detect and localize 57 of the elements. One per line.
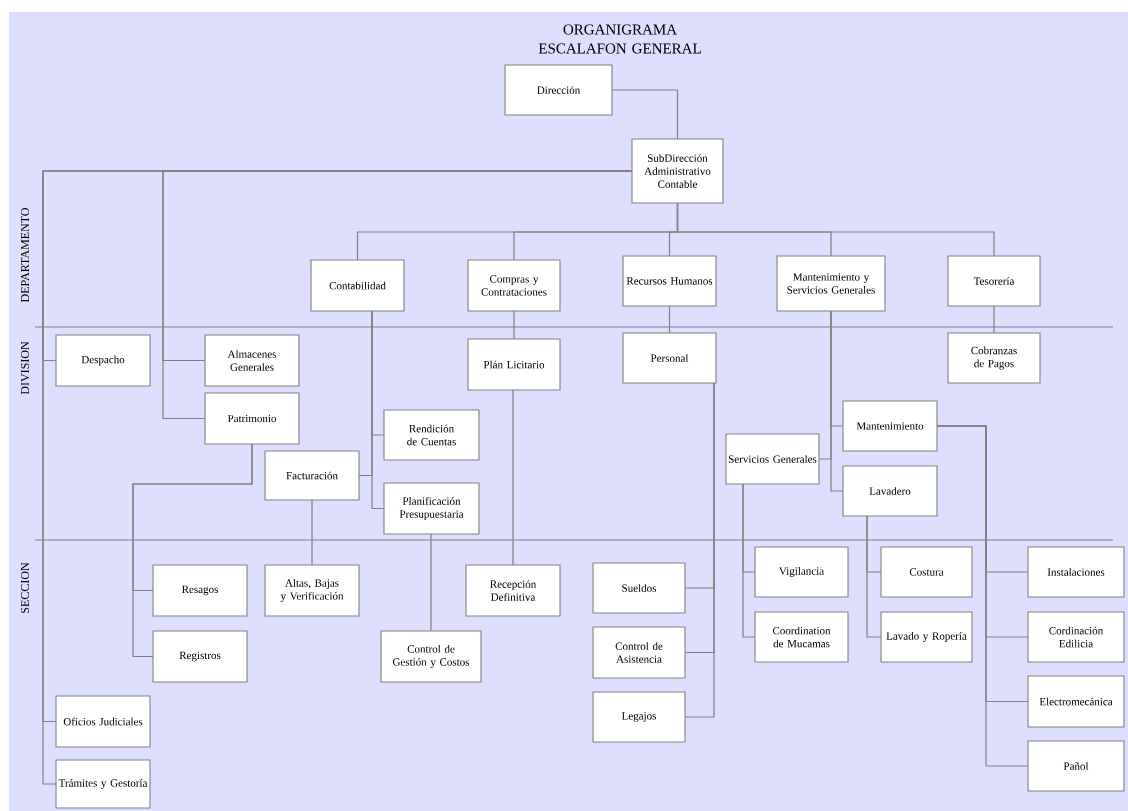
org-box: Mantenimiento (842, 400, 938, 452)
connector-line (830, 310, 844, 492)
org-box: SubDirección Administrativo Contable (631, 138, 724, 204)
org-box: Compras y Contrataciones (467, 259, 561, 312)
connector-line (512, 389, 514, 566)
org-box: Personal (622, 332, 717, 384)
connector-line (668, 305, 671, 334)
connector-line (742, 483, 756, 638)
connector-line (513, 310, 515, 340)
level-label: DIVISION (20, 341, 30, 395)
org-box: Control de Asistencia (592, 626, 686, 679)
org-box: Planificación Presupuestaria (383, 482, 480, 535)
org-box: Cordinación Edilicia (1027, 611, 1125, 663)
org-box: Trámites y Gestoría (55, 759, 151, 809)
org-box: Control de Gestión y Costos (380, 630, 482, 683)
org-box: Dirección (504, 64, 613, 116)
level-label: SECCION (20, 562, 30, 613)
connector-line (371, 310, 385, 510)
org-box: Lavado y Ropería (880, 611, 973, 663)
org-box: Plán Licitario (467, 338, 561, 391)
connector-line (611, 89, 679, 140)
connector-line (684, 382, 715, 718)
org-box: Contabilidad (310, 259, 405, 312)
org-box: Vigilancia (754, 546, 849, 598)
org-box: Costura (880, 546, 973, 598)
org-box: Resagos (152, 564, 248, 617)
connector-line (936, 425, 1029, 767)
org-box: Patrimonio (204, 392, 300, 445)
org-box: Mantenimiento y Servicios Generales (776, 255, 886, 312)
connector-line (430, 533, 432, 632)
connector-line (132, 443, 253, 658)
org-box: Facturación (264, 450, 360, 501)
org-box: Instalaciones (1027, 546, 1125, 598)
org-box: Registros (152, 630, 248, 683)
org-box: Oficios Judiciales (55, 695, 151, 748)
connector-line (162, 170, 633, 420)
org-box: Pañol (1027, 740, 1125, 792)
org-box: Coordination de Mucamas (754, 611, 849, 663)
level-label: DEPARTAMENTO (20, 208, 30, 303)
connector-line (866, 515, 882, 638)
org-box: Recepción Definitiva (465, 564, 561, 617)
title: ORGANIGRAMA ESCALAFON GENERAL (538, 24, 701, 54)
org-box: Electromecánica (1027, 675, 1125, 728)
org-box: Legajos (592, 691, 686, 743)
connector-line (311, 499, 313, 566)
org-box: Lavadero (842, 465, 938, 517)
org-box: Despacho (55, 334, 151, 387)
org-box: Rendición de Cuentas (383, 409, 480, 461)
org-box: Almacenes Generales (204, 334, 300, 387)
org-box: Cobranzas de Pagos (947, 332, 1041, 384)
org-box: Tesorería (947, 255, 1041, 307)
org-box: Altas, Bajas y Verificación (264, 564, 360, 617)
org-box: Sueldos (592, 562, 686, 614)
org-box: Recursos Humanos (622, 255, 717, 307)
connector-line (676, 202, 995, 257)
connector-line (993, 305, 995, 334)
org-box: Servicios Generales (725, 433, 820, 485)
